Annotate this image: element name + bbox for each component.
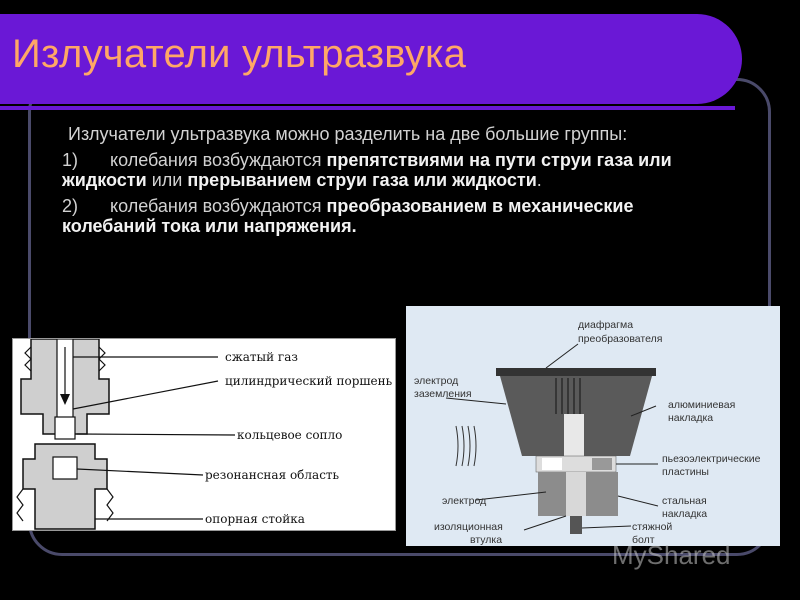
label-diaphragm-2: преобразователя [578, 333, 662, 345]
label-bolt-2: болт [632, 534, 655, 546]
list-item-1: 1) колебания возбуждаются препятствиями н… [62, 150, 730, 190]
label-alu-2: накладка [668, 412, 713, 424]
item-bold-text: преобразованием в механические колебаний… [62, 196, 634, 236]
label-resonance-area: резонансная область [205, 468, 340, 482]
item-bold-text: препятствиями на пути струи газа или жид… [62, 150, 672, 190]
intro-text: Излучатели ультразвука можно разделить н… [68, 124, 628, 144]
label-steel-2: накладка [662, 508, 707, 520]
gas-emitter-diagram: сжатый газ цилиндрический поршень кольце… [12, 338, 396, 531]
label-alu-1: алюминиевая [668, 399, 735, 411]
label-support-post: опорная стойка [205, 512, 305, 526]
label-insulation-2: втулка [470, 534, 502, 546]
title-bar [0, 14, 742, 104]
label-electrode: электрод [442, 495, 486, 507]
item-bold-text: прерыванием струи газа или жидкости [187, 170, 537, 190]
label-ground-2: заземления [414, 388, 472, 400]
item-text: или [146, 170, 188, 190]
piezo-transducer-diagram: диафрагма преобразователя электрод зазем… [406, 306, 780, 546]
item-number: 1) [62, 150, 79, 170]
label-steel-1: стальная [662, 495, 707, 507]
label-diaphragm-1: диафрагма [578, 319, 633, 331]
label-cylindrical-piston: цилиндрический поршень [225, 374, 393, 388]
label-insulation-1: изоляционная [434, 521, 503, 533]
item-text: . [536, 170, 542, 190]
label-piezo-1: пьезоэлектрические [662, 453, 761, 465]
list-item-2: 2) колебания возбуждаются преобразованием… [62, 196, 730, 236]
item-number: 2) [62, 196, 79, 216]
item-text: колебания возбуждаются [110, 150, 327, 170]
label-piezo-2: пластины [662, 466, 709, 478]
label-bolt-1: стяжной [632, 521, 672, 533]
title-underline [0, 106, 735, 110]
slide-title: Излучатели ультразвука [12, 32, 467, 76]
label-ring-nozzle: кольцевое сопло [237, 428, 342, 442]
label-compressed-gas: сжатый газ [225, 350, 298, 364]
item-text: колебания возбуждаются [110, 196, 327, 216]
label-ground-1: электрод [414, 375, 458, 387]
slide-body: Излучатели ультразвука можно разделить н… [60, 124, 730, 236]
watermark: MyShared [612, 540, 731, 570]
